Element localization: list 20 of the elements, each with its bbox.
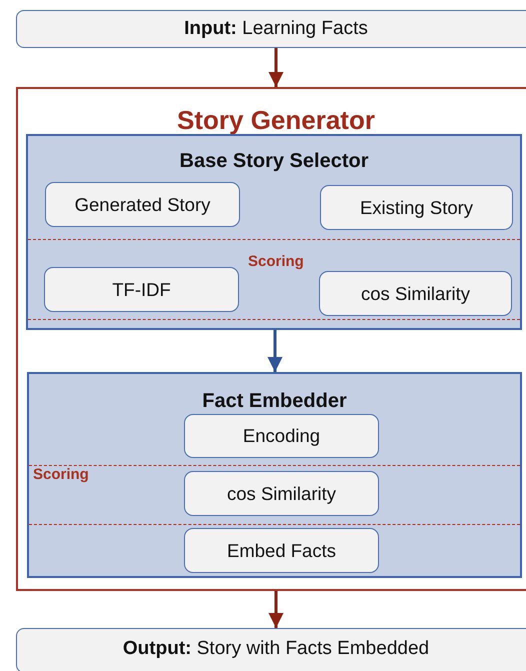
process-box: Embed Facts (184, 528, 379, 573)
arrow (268, 48, 284, 87)
section-label: Scoring (33, 466, 89, 483)
section-label: Scoring (248, 253, 304, 270)
process-box: cos Similarity (319, 271, 512, 316)
module-panel (26, 134, 522, 330)
arrow (268, 591, 284, 628)
arrow (268, 330, 282, 372)
input-box: Input: Learning Facts (16, 10, 526, 48)
output-box: Output: Story with Facts Embedded (16, 628, 526, 671)
process-box: Encoding (184, 414, 379, 458)
process-box: cos Similarity (184, 471, 379, 516)
module-panel (27, 372, 522, 578)
heading-text: Base Story Selector (178, 150, 370, 173)
container-box (16, 87, 526, 591)
process-box: Generated Story (45, 182, 240, 227)
heading-text: Story Generator (176, 105, 376, 136)
heading-text: Fact Embedder (201, 390, 348, 413)
process-box: TF-IDF (44, 267, 239, 312)
process-box: Existing Story (320, 185, 513, 230)
